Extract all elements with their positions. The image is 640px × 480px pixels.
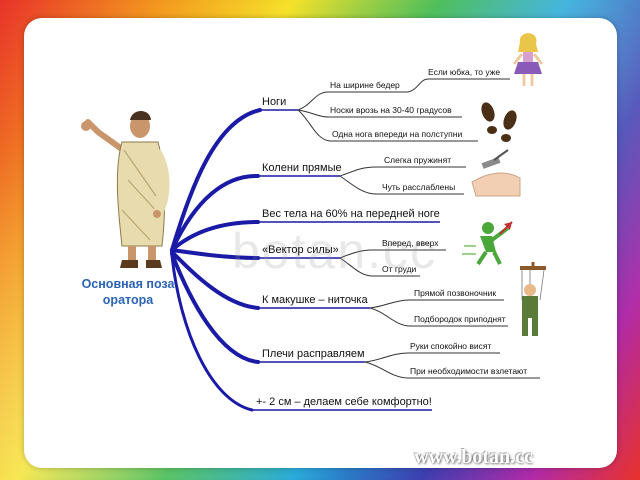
branch-label-vector: «Вектор силы»: [262, 244, 339, 256]
marionette-illustration: [520, 262, 546, 336]
branch-label-comfort: +- 2 см – делаем себе комфортно!: [256, 396, 432, 408]
branch-line-shoulders: [170, 252, 260, 364]
branch-label-knees: Колени прямые: [262, 162, 342, 174]
central-topic-line1: Основная поза: [81, 277, 175, 291]
leaf-label: Вперед, вверх: [382, 238, 439, 248]
leaf-label: Носки врозь на 30-40 градусов: [330, 105, 452, 115]
leaf-label: Руки спокойно висят: [410, 341, 492, 351]
branch-line-legs: [170, 108, 262, 252]
branch-line-weight: [170, 220, 260, 252]
leaf-label: Прямой позвоночник: [414, 288, 497, 298]
leaf-label: На ширине бедер: [330, 80, 400, 90]
leaf-label: От груди: [382, 264, 417, 274]
knee-hammer-illustration: [471, 149, 521, 197]
leaf-label: Подбородок приподнят: [414, 314, 506, 324]
leaf-label: Если юбка, то уже: [428, 67, 501, 77]
branch-line-crown: [170, 250, 260, 310]
watermark-center: botan.cc: [232, 223, 438, 279]
girl-illustration: [512, 33, 544, 86]
branch-label-crown: К макушке – ниточка: [262, 294, 368, 306]
branch-line-comfort: [170, 254, 254, 412]
leaf-label: При необходимости взлетают: [410, 366, 528, 376]
branch-label-shoulders: Плечи расправляем: [262, 348, 365, 360]
central-topic: Основная поза оратора: [66, 276, 190, 308]
branch-line-knees: [170, 173, 260, 252]
orator-illustration: [81, 111, 170, 268]
vector-force-illustration: [462, 221, 513, 266]
branch-label-legs: Ноги: [262, 96, 287, 108]
branch-line-vector: [170, 248, 260, 260]
leaf-label: Слегка пружинят: [384, 155, 452, 165]
watermark-bottom: www.botan.cc: [414, 446, 533, 468]
footprints-icon: [481, 102, 517, 142]
central-topic-line2: оратора: [102, 293, 154, 307]
leaf-label: Одна нога впереди на полступни: [332, 129, 463, 139]
branch-label-weight: Вес тела на 60% на передней ноге: [262, 208, 440, 220]
leaf-label: Чуть расслаблены: [382, 182, 456, 192]
